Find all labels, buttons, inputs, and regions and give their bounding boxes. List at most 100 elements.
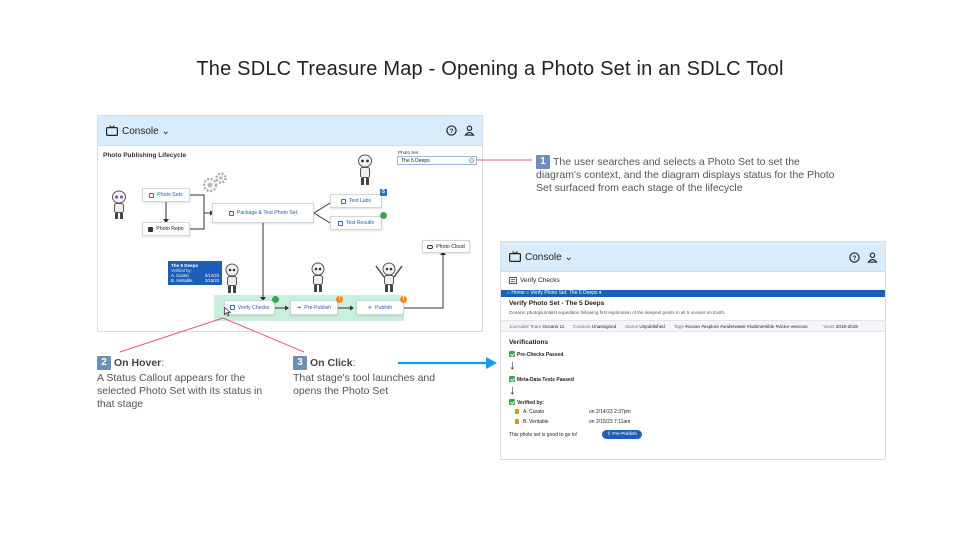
test-results-status-icon [380,212,387,219]
callout-subtitle: Verified by: [171,268,192,273]
node-photo-cloud[interactable]: Photo Cloud [422,240,470,253]
clear-icon[interactable]: × [469,158,474,163]
verifier-time: on 2/14/23 2:37pm [589,409,631,415]
breadcrumb-separator: » [526,290,529,296]
folder-icon [149,192,155,198]
lifecycle-console-panel: Console ⌄ ? Photo Publishing Lifecycle P… [97,115,483,332]
cursor-icon [224,307,231,316]
node-photo-repo[interactable]: Photo Repo [142,222,190,236]
checklist-icon [509,277,517,284]
node-label: Verify Checks [237,304,270,311]
test-labs-badge: 5 [380,189,387,196]
database-icon [148,226,154,232]
callout-date: 2/14/23 [205,273,219,278]
check-icon [509,399,515,405]
node-label: Test Results [345,220,375,226]
chevron-down-icon[interactable]: ▾ [598,290,602,296]
metadata-bar: Journalist Team Oceans 11 Curators Unass… [501,320,885,332]
user-icon[interactable] [464,125,475,136]
flask-icon [340,198,346,204]
meta-value: Unassigned [591,324,617,329]
footer-message: This photo set is good to go to! [509,432,578,438]
down-arrow-icon: ↓ [509,382,516,397]
node-pre-publish[interactable]: ➜Pre-Publish [290,300,338,315]
gears-icon [202,172,227,193]
verifications-title: Verifications [509,339,549,346]
robot-icon [311,262,325,292]
verifier-name: A. Curato [523,409,545,415]
meta-value: #ocean #explore #underwater #submersible… [684,324,808,329]
tv-icon [509,251,521,262]
node-test-results[interactable]: Test Results [330,216,382,230]
meta-item: Journalist Team Oceans 11 [509,324,564,329]
slide-title: The SDLC Treasure Map - Opening a Photo … [196,58,784,80]
breadcrumb-home-link[interactable]: Home [511,290,525,296]
rocket-icon: ✈ [367,304,373,311]
help-icon[interactable]: ? [446,125,457,136]
svg-text:?: ? [853,255,857,262]
step-number-badge: 3 [293,356,307,370]
node-label: Photo Repo [156,226,184,232]
pre-publish-button[interactable]: ⇪ Pre-Publish [602,430,642,439]
check-icon [509,376,515,382]
meta-value: 2018-2019 [835,324,858,329]
meta-label: Curators [573,324,591,329]
meta-value: Unpublished [639,324,665,329]
node-label: Test Labs [348,198,372,204]
checklist-icon [229,305,235,310]
button-label: Pre-Publish [612,432,638,437]
diagram-connectors [163,194,446,311]
node-verify-checks[interactable]: Verify Checks [224,300,275,315]
node-photo-sets[interactable]: Photo Sets [142,188,190,202]
console-header: Console ⌄ ? [501,242,885,272]
step-heading: On Click [310,356,353,369]
node-label: Package & Test Photo Set [236,210,298,216]
user-badge-icon [515,419,519,424]
console-label: Console [122,126,159,137]
user-badge-icon [515,409,519,414]
node-package-test[interactable]: Package & Test Photo Set [212,203,314,223]
meta-item: Curators Unassigned [573,324,616,329]
chevron-down-icon: ⌄ [564,252,573,263]
help-icon[interactable]: ? [849,252,860,263]
node-label: Photo Sets [157,192,183,198]
meta-item: Years 2018-2019 [823,324,858,329]
home-icon: ⌂ [507,290,511,296]
diagram-title: Photo Publishing Lifecycle [103,152,187,159]
chevron-down-icon: ⌄ [161,126,170,137]
verifier-name: B. Veritable [523,419,549,425]
node-publish[interactable]: ✈Publish [356,300,404,315]
arrow-right-icon: ➜ [296,304,302,311]
verifier-time: on 2/15/23 7:11am [589,419,631,425]
arrow-right-icon: ⇪ [606,432,611,437]
down-arrow-icon: ↓ [509,357,516,372]
user-icon[interactable] [867,252,878,263]
gear-icon [337,220,343,226]
step-heading: On Hover [114,356,162,369]
verify-checks-console-panel: Console ⌄ ? Verify Checks ⌂ Home » Verif… [500,241,886,460]
robot-icon [225,263,239,293]
node-test-labs[interactable]: Test Labs [330,194,382,208]
step-text: The user searches and selects a Photo Se… [536,155,835,194]
meta-item: Status Unpublished [625,324,665,329]
page-description: Oceanic photojournalist expedition follo… [509,310,726,315]
console-menu[interactable]: Console ⌄ [525,252,573,263]
step-text: A Status Callout appears for the selecte… [97,372,263,410]
callout-date: 2/15/23 [205,278,219,283]
step-text: That stage's tool launches and opens the… [293,372,436,397]
meta-label: Years [823,324,835,329]
step-number-badge: 2 [97,356,111,370]
breadcrumb-current: Verify Photo Set: The 5 Deeps [530,290,598,296]
robot-icon [112,190,126,219]
robot-icon [375,262,403,292]
svg-text:?: ? [450,128,454,135]
console-menu[interactable]: Console ⌄ [122,126,170,137]
page-heading: Verify Photo Set - The 5 Deeps [509,300,605,307]
